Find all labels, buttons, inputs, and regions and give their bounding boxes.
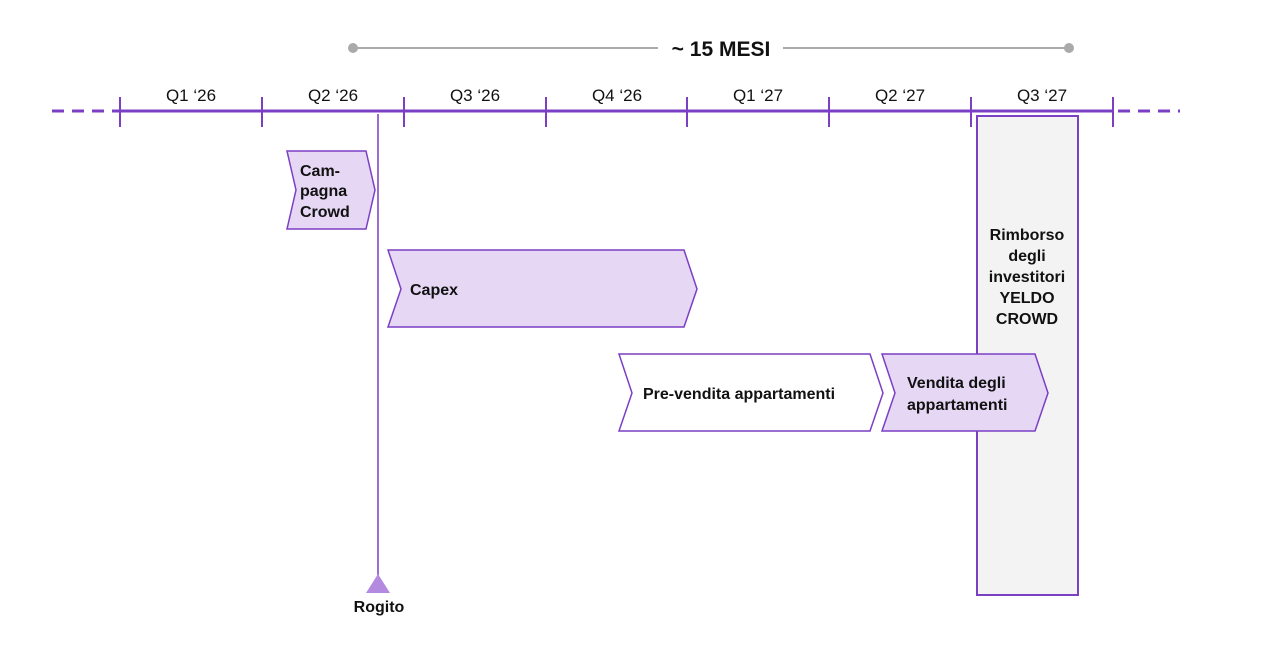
milestone-rogito: Rogito: [354, 114, 405, 616]
quarter-label: Q2 ‘27: [875, 86, 925, 105]
timeline-axis: [52, 97, 1180, 127]
quarter-label: Q1 ‘26: [166, 86, 216, 105]
duration-bracket: ~ 15 MESI: [348, 38, 1074, 61]
vendita-arrow: [880, 353, 1049, 432]
quarter-labels: Q1 ‘26 Q2 ‘26 Q3 ‘26 Q4 ‘26 Q1 ‘27 Q2 ‘2…: [166, 86, 1067, 105]
phase-vendita: Vendita degli appartamenti: [880, 353, 1049, 432]
campagna-arrow: [286, 150, 376, 230]
duration-start-dot: [348, 43, 358, 53]
milestone-triangle-icon: [366, 574, 390, 593]
rimborso-label-line: CROWD: [996, 311, 1058, 328]
phase-campagna: Cam- pagna Crowd: [286, 150, 376, 230]
campagna-label-line: pagna: [300, 183, 347, 200]
prevendita-arrow: [617, 353, 884, 432]
rimborso-label-line: investitori: [989, 269, 1065, 286]
duration-label: ~ 15 MESI: [672, 38, 771, 61]
quarter-label: Q1 ‘27: [733, 86, 783, 105]
campagna-label-line: Crowd: [300, 204, 350, 221]
quarter-label: Q2 ‘26: [308, 86, 358, 105]
axis-ticks: [119, 97, 1114, 127]
vendita-label-line: appartamenti: [907, 397, 1007, 414]
capex-arrow: [386, 249, 698, 328]
campagna-label-line: Cam-: [300, 163, 340, 180]
milestone-label: Rogito: [354, 599, 405, 616]
quarter-label: Q3 ‘27: [1017, 86, 1067, 105]
duration-end-dot: [1064, 43, 1074, 53]
rimborso-label-line: YELDO: [999, 290, 1054, 307]
rimborso-label-line: degli: [1008, 248, 1045, 265]
prevendita-label: Pre-vendita appartamenti: [643, 386, 835, 403]
phase-prevendita: Pre-vendita appartamenti: [617, 353, 884, 432]
phase-capex: Capex: [386, 249, 698, 328]
quarter-label: Q3 ‘26: [450, 86, 500, 105]
rimborso-label-line: Rimborso: [990, 227, 1065, 244]
quarter-label: Q4 ‘26: [592, 86, 642, 105]
capex-label: Capex: [410, 282, 458, 299]
vendita-label-line: Vendita degli: [907, 375, 1006, 392]
